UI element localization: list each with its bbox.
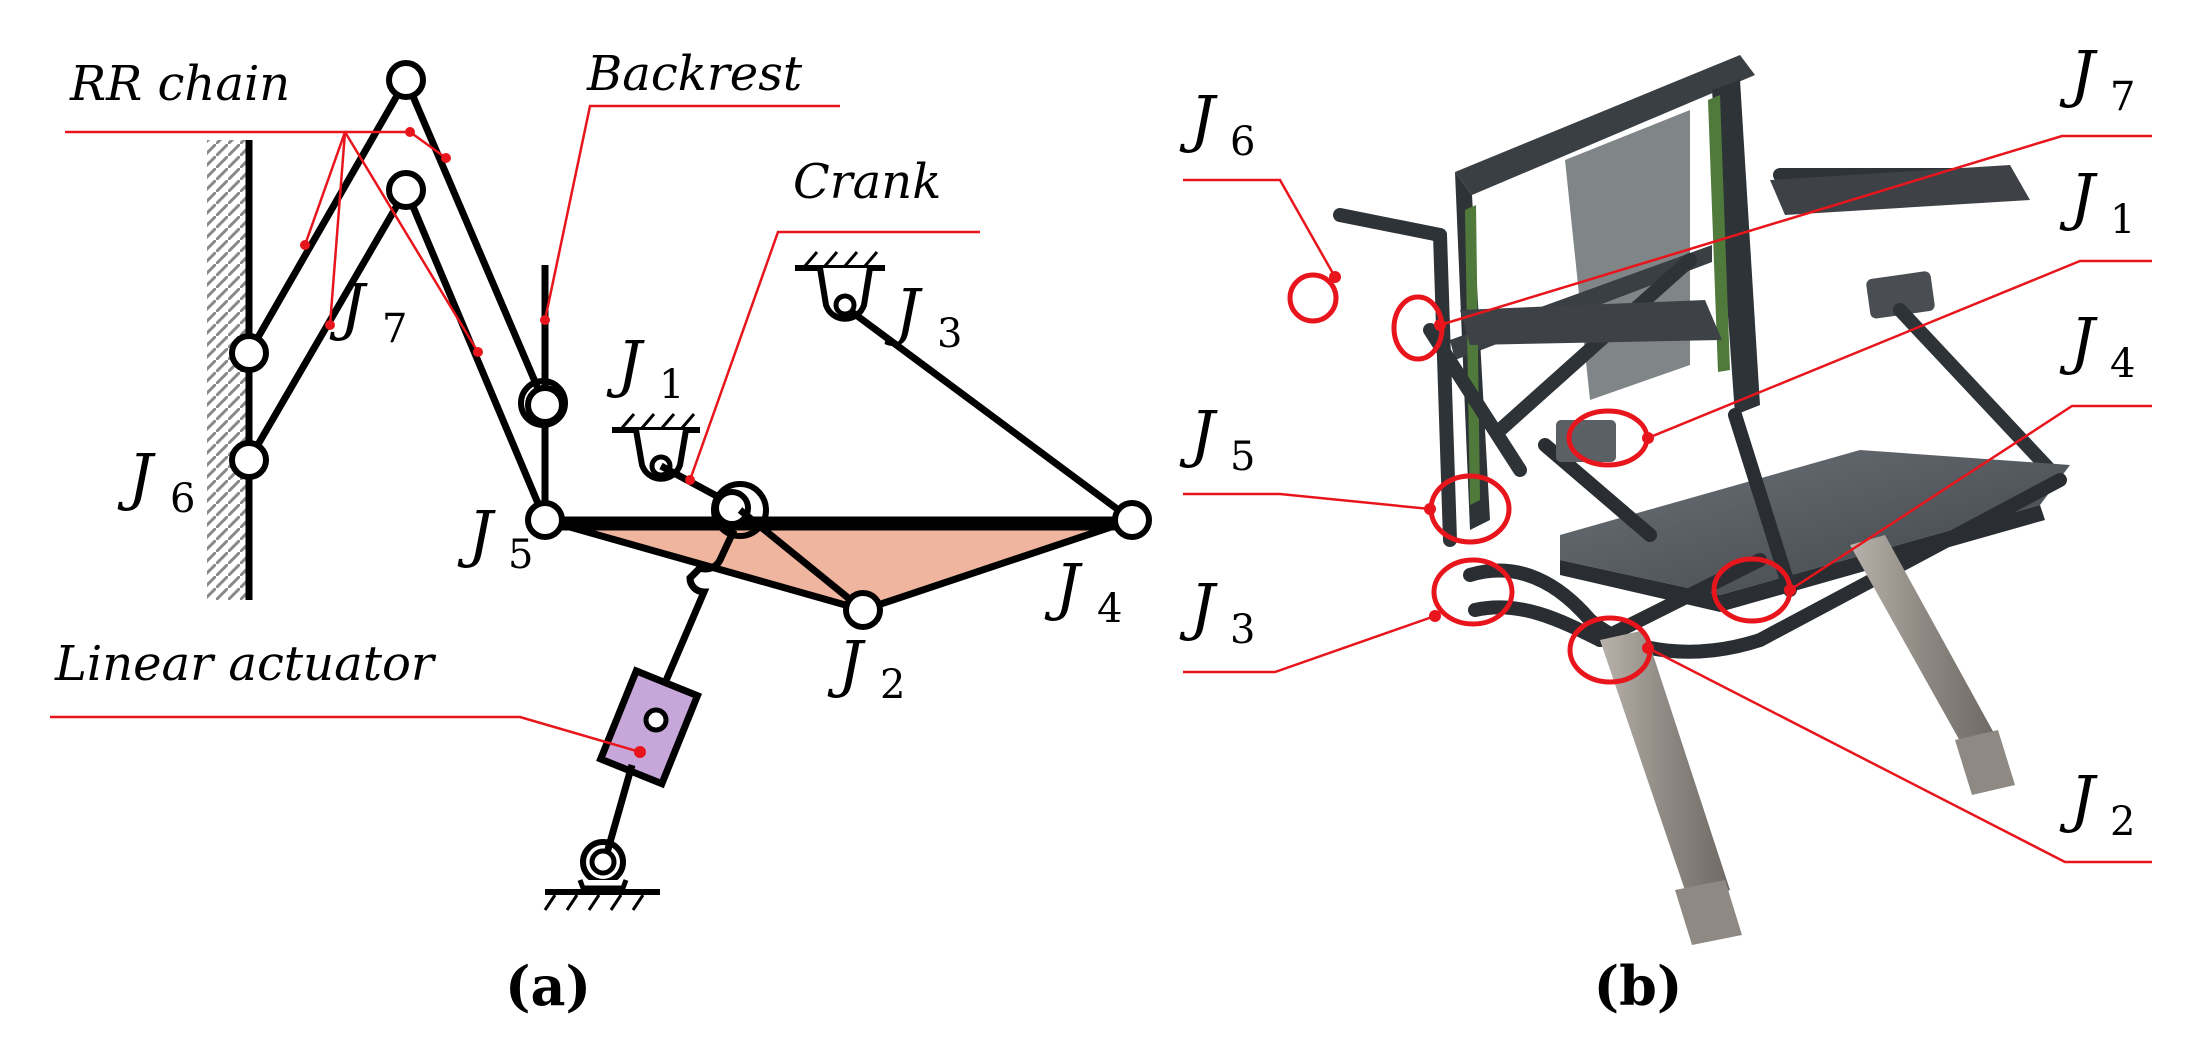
joint-subscript: 4 [2110,341,2135,387]
joint-subscript: 7 [2110,74,2135,120]
joint-label-b-j7: J 7 [2059,37,2135,120]
pin-j2 [843,590,883,630]
backrest [518,265,568,520]
joint-subscript: 2 [2110,799,2135,845]
j1-bracket [1556,420,1616,462]
joint-label-b-j1: J 1 [2059,160,2135,243]
joint-label-a-j5: J 5 [457,497,533,578]
leader-lines-a [50,104,980,754]
joint-subscript: 5 [508,532,533,578]
rr-chain-links [245,76,549,524]
marker-j3 [1431,557,1515,627]
coupler-triangle [541,516,1136,614]
joint-label-b-j4: J 4 [2059,304,2135,387]
joint-label-a-j3: J 3 [884,275,962,357]
joint-subscript: 2 [880,662,905,708]
marker-j6 [1287,272,1339,324]
joint-letter: J [1044,550,1083,623]
panel-b-render: J 6 J 7 J 1 J 4 J 5 J 3 J 2 (b) [1179,37,2152,1018]
leader-dots-b [1329,271,1796,654]
joint-label-a-j4: J 4 [1044,550,1122,632]
joint-letter: J [1179,570,1218,643]
joint-label-b-j2: J 2 [2059,762,2135,845]
joint-letter: J [1179,82,1218,155]
pin-j5 [525,500,565,540]
actuator-legs [1600,535,2015,945]
pin-j6 [229,440,269,480]
joint-label-b-j5: J 5 [1179,397,1255,480]
label-backrest: Backrest [586,46,803,102]
rocker-link [849,309,1135,523]
armrest-right [1770,165,2030,215]
linear-actuator [543,528,738,911]
leader-lines-b [1183,134,2152,864]
leader-dots-a [300,127,695,758]
label-crank: Crank [793,154,941,210]
pin-j4 [1112,500,1152,540]
crank-link [659,462,866,613]
joint-letter: J [606,327,645,400]
joint-letter: J [827,627,866,700]
joint-letter: J [2059,762,2098,835]
joint-subscript: 5 [1230,434,1255,480]
pin-j6-upper [229,333,269,373]
joint-label-a-j2: J 2 [827,627,905,708]
joint-subscript: 6 [1230,119,1255,165]
joint-subscript: 3 [937,311,962,357]
caption-b: (b) [1594,954,1683,1018]
caption-a: (a) [505,954,591,1018]
joint-subscript: 3 [1230,607,1255,653]
joint-letter: J [1179,397,1218,470]
seat-pan [1560,450,2070,595]
joint-subscript: 1 [659,362,684,408]
joint-letter: J [2059,37,2098,110]
ground-j1 [612,413,700,482]
joint-label-b-j3: J 3 [1179,570,1255,653]
joint-letter: J [117,440,156,513]
pin-top-outer [386,60,426,100]
joint-letter: J [2059,304,2098,377]
joint-subscript: 6 [170,476,195,522]
label-rr-chain: RR chain [69,56,290,112]
label-linear-actuator: Linear actuator [54,636,437,692]
armrest-strut [1893,303,2057,477]
pin-top-inner [386,170,426,210]
panel-a-schematic: RR chain Backrest Crank Linear actuator … [50,46,1152,1018]
joint-label-a-j1: J 1 [606,327,684,408]
joint-letter: J [457,497,496,570]
joint-label-a-j7: J 7 [329,270,407,352]
schematic-pins [229,60,1152,630]
joint-subscript: 7 [382,306,407,352]
joint-label-a-j6: J 6 [117,440,195,522]
ground-j3 [795,251,885,322]
joint-subscript: 1 [2110,197,2135,243]
armrest-block [1866,271,1935,319]
joint-label-b-j6: J 6 [1179,82,1255,165]
armrest-left [1460,300,1722,345]
joint-letter: J [2059,160,2098,233]
joint-subscript: 4 [1097,586,1122,632]
